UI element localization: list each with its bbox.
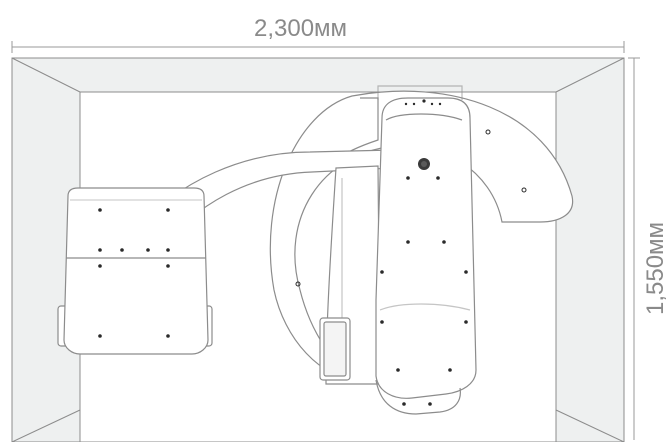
c-arm-column: [319, 165, 381, 385]
width-dimension-line: [11, 41, 625, 53]
height-dimension-line: [628, 57, 640, 440]
height-dimension-label: 1,550мм: [642, 221, 669, 315]
fixture-dots: [98, 99, 527, 406]
patient-table: [375, 85, 477, 415]
width-dimension-label: 2,300мм: [254, 15, 348, 42]
table-knob: [418, 158, 430, 170]
control-cart: [57, 187, 213, 355]
